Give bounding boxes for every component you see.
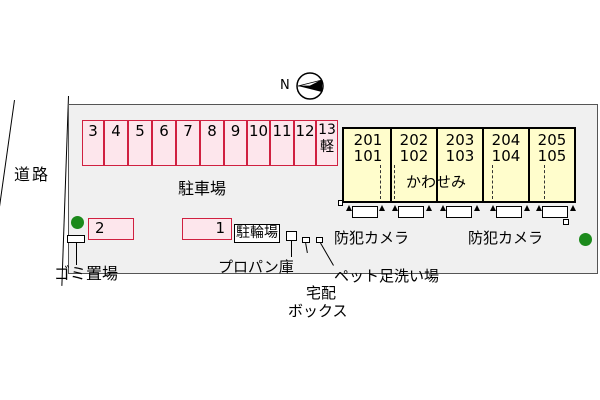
unit-divider bbox=[390, 129, 392, 201]
security-camera-label-2: 防犯カメラ bbox=[468, 229, 544, 247]
parking-space-13-number: 13 bbox=[318, 122, 336, 138]
road-label: 道路 bbox=[14, 165, 51, 184]
pet-wash-label: ペット足洗い場 bbox=[334, 267, 440, 285]
security-camera-label-1: 防犯カメラ bbox=[334, 229, 410, 247]
parking-space-2-number: 2 bbox=[95, 219, 105, 237]
parking-space-12: 12 bbox=[294, 120, 316, 166]
entrance-step bbox=[446, 206, 472, 218]
unit-divider-dashed bbox=[544, 165, 545, 199]
parking-space-number: 6 bbox=[159, 122, 169, 140]
parking-space-number: 11 bbox=[272, 122, 292, 140]
parking-space-3: 3 bbox=[82, 120, 104, 166]
security-camera-icon bbox=[338, 200, 343, 206]
parking-space-8: 8 bbox=[200, 120, 224, 166]
parking-space-number: 3 bbox=[88, 122, 98, 140]
entrance-step bbox=[496, 206, 522, 218]
tree-icon bbox=[71, 216, 84, 229]
parking-space-13: 13 軽 bbox=[316, 120, 338, 166]
parking-label: 駐車場 bbox=[178, 179, 227, 198]
entrance-step bbox=[352, 206, 378, 218]
propane-storage-label: プロパン庫 bbox=[218, 258, 294, 276]
parking-space-10: 10 bbox=[247, 120, 270, 166]
entrance-marker-icon bbox=[524, 205, 530, 211]
unit-number-lower: 101 bbox=[353, 147, 383, 165]
leader-line bbox=[291, 241, 292, 257]
entrance-marker-icon bbox=[570, 205, 576, 211]
unit-divider bbox=[528, 129, 530, 201]
parking-space-11: 11 bbox=[270, 120, 294, 166]
unit-number-lower: 102 bbox=[399, 147, 429, 165]
compass-icon bbox=[276, 70, 326, 102]
propane-storage-icon bbox=[286, 231, 297, 241]
parking-space-number: 8 bbox=[207, 122, 217, 140]
parking-space-2: 2 bbox=[88, 218, 134, 240]
unit-divider-dashed bbox=[492, 165, 493, 199]
garbage-area-label: ゴミ置場 bbox=[54, 264, 119, 283]
unit-number-lower: 105 bbox=[537, 147, 567, 165]
parking-space-1: 1 bbox=[182, 218, 232, 240]
entrance-marker-icon bbox=[379, 205, 385, 211]
parking-space-number: 4 bbox=[111, 122, 121, 140]
entrance-marker-icon bbox=[490, 205, 496, 211]
unit-number-upper: 204 bbox=[491, 131, 521, 149]
tree-icon bbox=[579, 233, 592, 246]
entrance-marker-icon bbox=[426, 205, 432, 211]
parking-space-number: 9 bbox=[230, 122, 241, 140]
parking-space-4: 4 bbox=[104, 120, 128, 166]
unit-number-upper: 205 bbox=[537, 131, 567, 149]
unit-divider-dashed bbox=[394, 165, 395, 199]
pet-wash-icon bbox=[316, 237, 323, 243]
bicycle-parking: 駐輪場 bbox=[234, 224, 280, 243]
security-camera-icon bbox=[563, 219, 569, 225]
parking-space-1-number: 1 bbox=[215, 219, 225, 237]
garbage-area-icon bbox=[67, 235, 85, 243]
unit-number-upper: 202 bbox=[399, 131, 429, 149]
parking-space-5: 5 bbox=[128, 120, 152, 166]
parking-space-number: 7 bbox=[183, 122, 193, 140]
parking-space-number: 5 bbox=[135, 122, 145, 140]
unit-number-upper: 203 bbox=[445, 131, 475, 149]
unit-divider bbox=[482, 129, 484, 201]
entrance-step bbox=[398, 206, 424, 218]
entrance-marker-icon bbox=[440, 205, 446, 211]
entrance-marker-icon bbox=[536, 205, 542, 211]
unit-divider bbox=[436, 129, 438, 201]
delivery-box-label-line1: 宅配 bbox=[306, 284, 337, 302]
parking-space-6: 6 bbox=[152, 120, 176, 166]
entrance-marker-icon bbox=[474, 205, 480, 211]
leader-line bbox=[76, 243, 77, 265]
north-label: N bbox=[280, 78, 290, 93]
entrance-marker-icon bbox=[392, 205, 398, 211]
parking-space-9: 9 bbox=[224, 120, 247, 166]
delivery-box-icon bbox=[302, 237, 310, 243]
parking-space-13-kei: 軽 bbox=[320, 139, 334, 155]
parking-space-number: 12 bbox=[295, 122, 315, 140]
unit-number-lower: 104 bbox=[491, 147, 521, 165]
unit-number-lower: 103 bbox=[445, 147, 475, 165]
road-edge-left bbox=[0, 100, 15, 279]
entrance-marker-icon bbox=[346, 205, 352, 211]
unit-number-upper: 201 bbox=[353, 131, 383, 149]
parking-space-number: 10 bbox=[248, 122, 269, 140]
delivery-box-label-line2: ボックス bbox=[288, 302, 348, 320]
unit-divider-dashed bbox=[380, 165, 381, 199]
building-name: かわせみ bbox=[406, 173, 467, 191]
parking-space-7: 7 bbox=[176, 120, 200, 166]
entrance-step bbox=[542, 206, 568, 218]
